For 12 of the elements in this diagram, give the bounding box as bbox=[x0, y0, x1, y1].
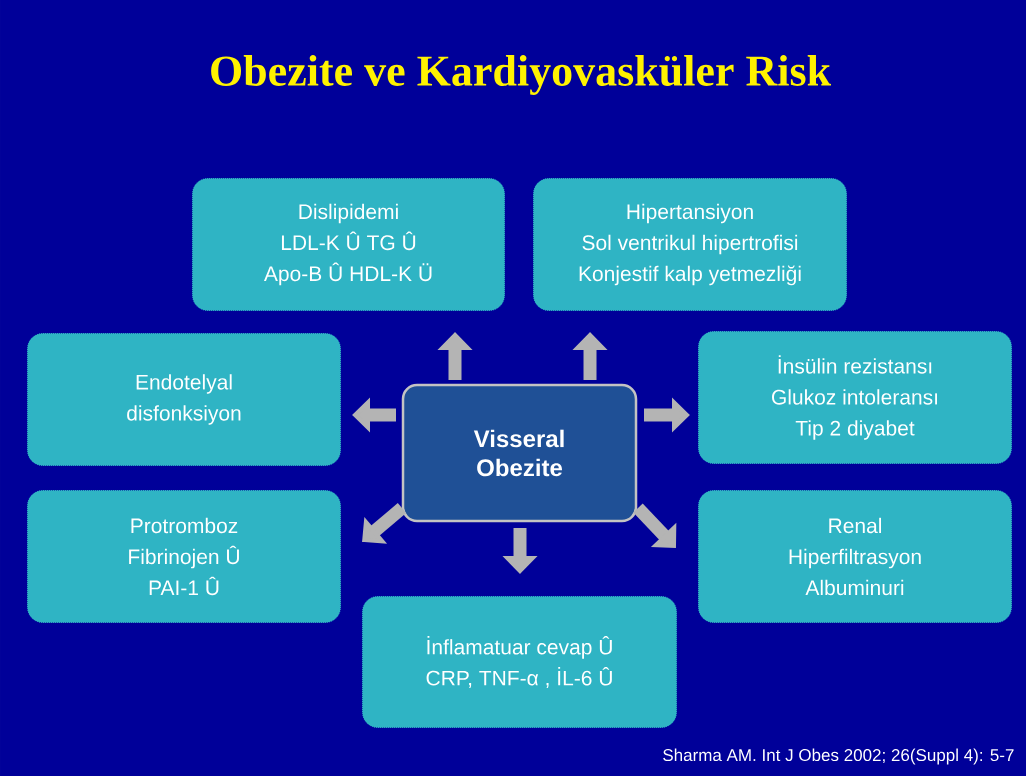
rounded-box: İnflamatuar cevap Û CRP, TNF-α , İL-6 Û bbox=[361, 595, 678, 729]
center-box: Visseral Obezite bbox=[401, 383, 638, 523]
rounded-box: Protromboz Fibrinojen Û PAI-1 Û bbox=[26, 489, 342, 624]
rounded-box: İnsülin rezistansı Glukoz intoleransı Tip 2 diyabet bbox=[697, 330, 1013, 465]
rounded-box: Dislipidemi LDL-K Û TG Û Apo-B Û HDL-K Ü bbox=[191, 177, 506, 312]
rounded-box: Hipertansiyon Sol ventrikul hipertrofisi Konjestif kalp yetmezliği bbox=[532, 177, 848, 312]
rounded-box: Renal Hiperfiltrasyon Albuminuri bbox=[697, 489, 1013, 624]
block-arrow bbox=[633, 503, 677, 548]
rounded-box: Endotelyal disfonksiyon bbox=[26, 332, 342, 467]
citation: Sharma AM. Int J Obes 2002; 26(Suppl 4): 5-7 bbox=[663, 748, 1014, 765]
title: Obezite ve Kardiyovasküler Risk bbox=[211, 55, 831, 95]
block-arrow bbox=[362, 503, 407, 544]
